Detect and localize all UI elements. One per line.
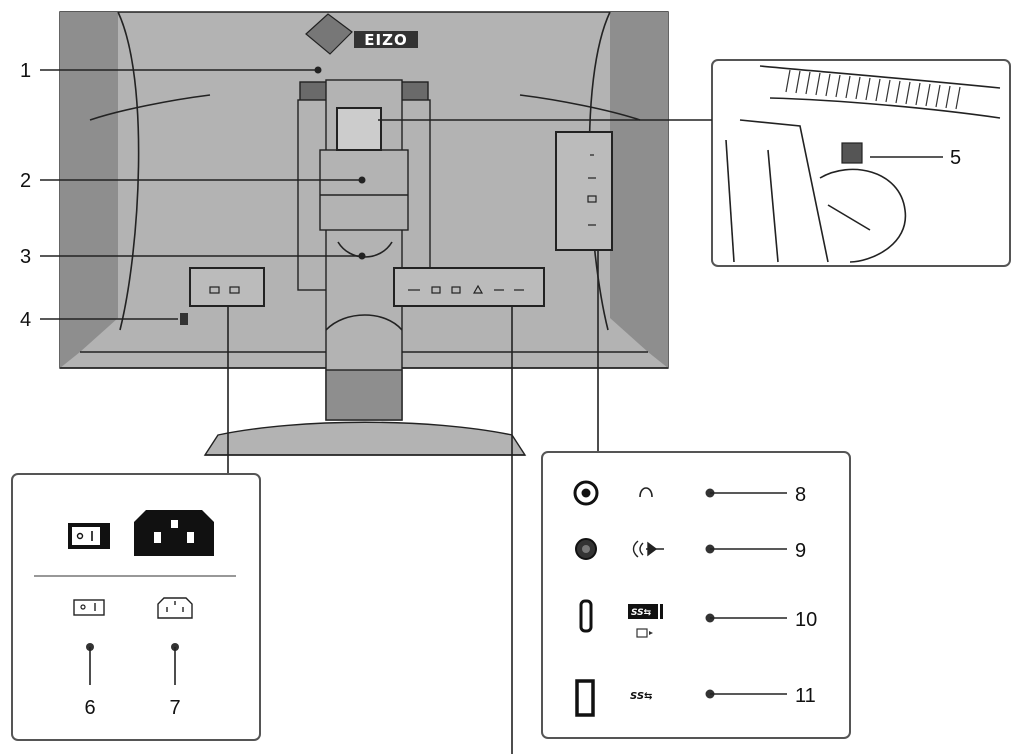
security-lock-slot-icon <box>180 313 188 325</box>
leader-dot-3 <box>358 252 366 260</box>
callout-10: 10 <box>795 609 817 631</box>
superspeed-usb-icon: SS⇆ <box>630 691 652 702</box>
callout-9: 9 <box>795 540 806 562</box>
leader-dot-1 <box>314 66 322 74</box>
callout-3: 3 <box>20 246 31 268</box>
ac-power-connector-icon <box>134 510 214 556</box>
power-switch-symbol-icon <box>73 599 105 616</box>
svg-text:SS⇆: SS⇆ <box>631 608 652 618</box>
callout-5: 5 <box>950 147 961 169</box>
rear-port-glyphs <box>209 154 597 294</box>
button-highlight-frame <box>336 107 382 151</box>
bottom-ports-area-frame <box>393 267 545 307</box>
control-button-icon <box>841 142 863 164</box>
headphone-symbol-icon <box>639 487 653 498</box>
power-inset <box>11 473 261 741</box>
callout-7: 7 <box>169 697 180 719</box>
callout-4: 4 <box>20 309 31 331</box>
display-output-symbol-icon <box>636 628 648 638</box>
power-port-area-frame <box>189 267 265 307</box>
side-ports-inset: SS⇆ SS⇆ <box>541 451 851 739</box>
usb-c-port-icon <box>579 599 593 633</box>
superspeed-usb-badge-icon <box>628 604 658 619</box>
usb-a-port-icon <box>575 679 595 717</box>
headphone-jack-icon <box>573 480 599 506</box>
ac-inlet-symbol-icon <box>157 597 193 619</box>
callout-8: 8 <box>795 484 806 506</box>
callout-6: 6 <box>84 697 95 719</box>
leader-dot-2 <box>358 176 366 184</box>
callout-1: 1 <box>20 60 31 82</box>
logo-text: EIZO <box>364 31 407 49</box>
line-out-symbol-icon <box>632 540 664 558</box>
side-ports-area-frame <box>555 131 613 251</box>
callout-11: 11 <box>795 685 816 707</box>
button-detail-inset <box>711 59 1011 267</box>
eizo-logo: EIZO <box>305 13 418 55</box>
callout-2: 2 <box>20 170 31 192</box>
